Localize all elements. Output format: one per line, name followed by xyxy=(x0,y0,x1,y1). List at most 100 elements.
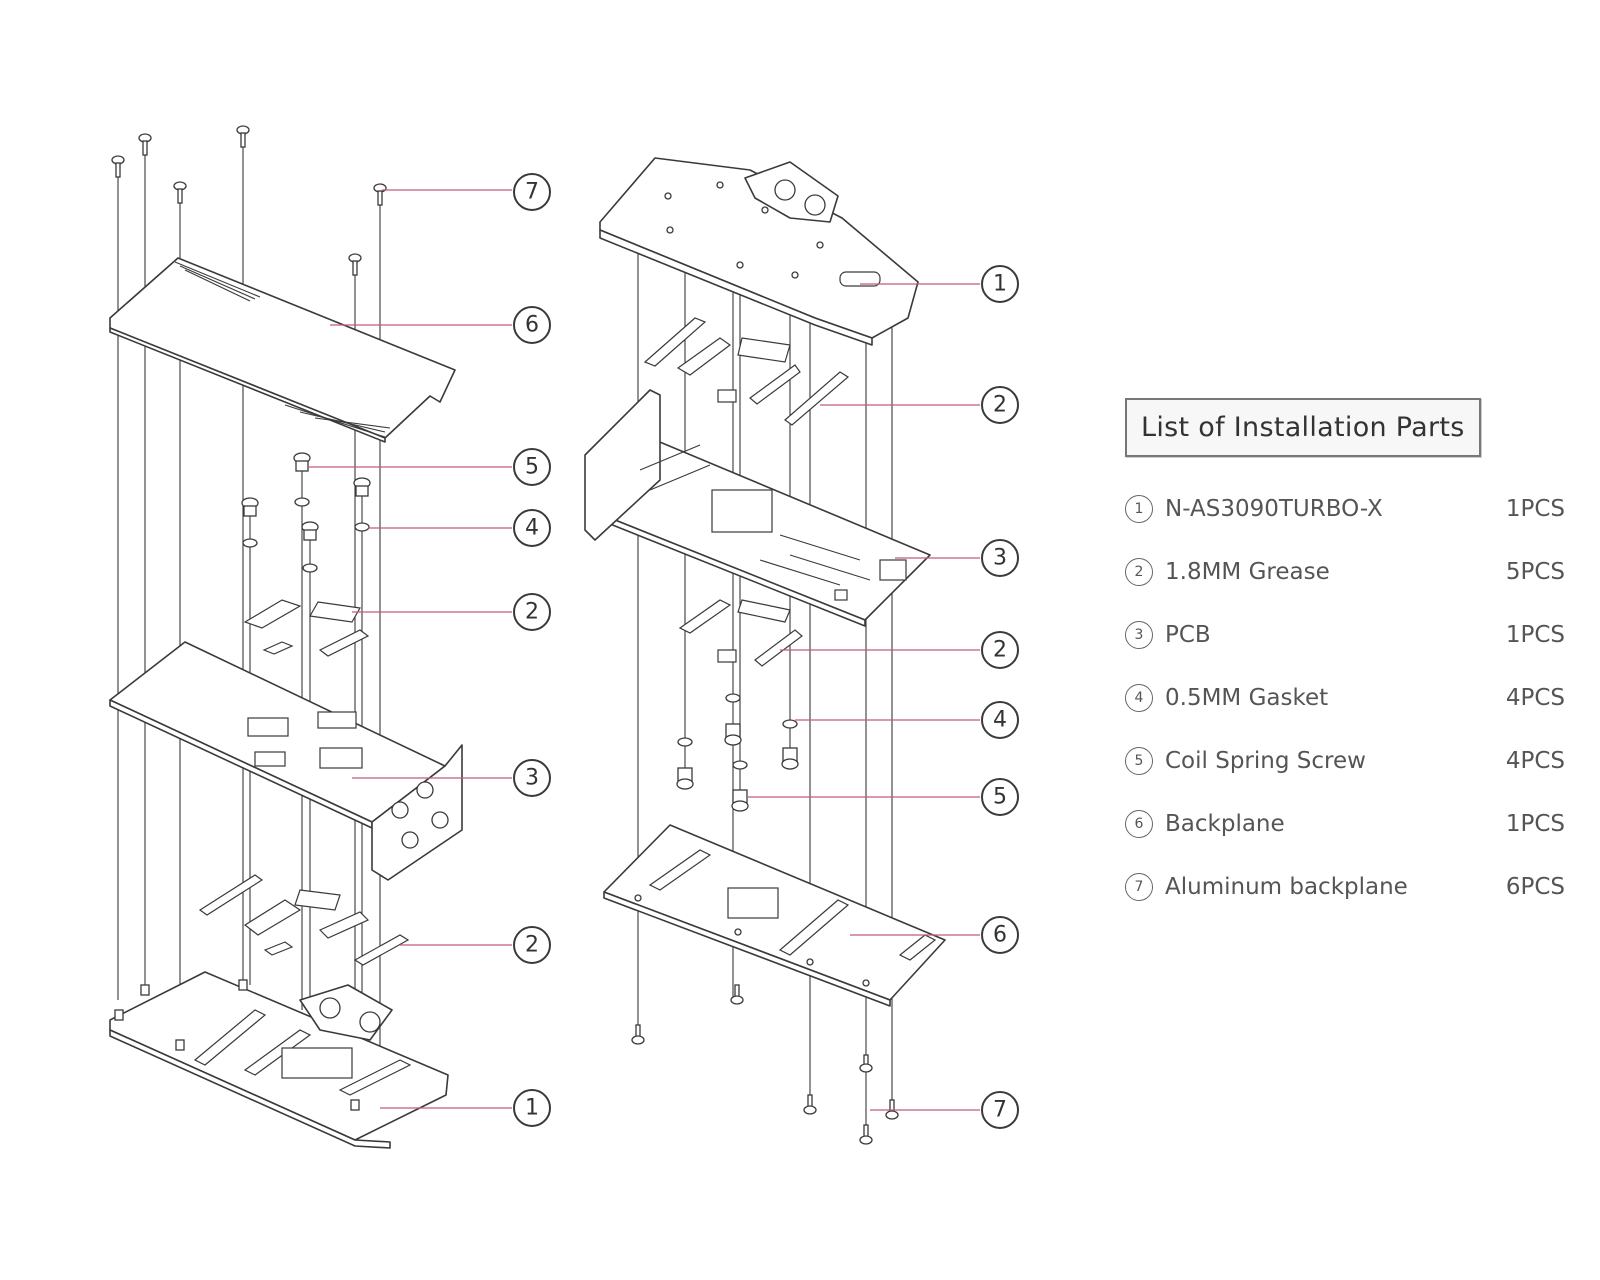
item-number: 2 xyxy=(1125,557,1153,586)
item-number: 7 xyxy=(1125,872,1153,901)
screw xyxy=(631,1024,645,1045)
callout-4-left: 4 xyxy=(513,509,551,547)
item-number: 1 xyxy=(1125,494,1153,523)
svg-text:2: 2 xyxy=(993,393,1007,418)
screw xyxy=(173,181,187,204)
parts-list-item: 3 PCB 1PCS xyxy=(1125,603,1565,666)
svg-text:6: 6 xyxy=(993,923,1007,948)
screw xyxy=(373,183,387,206)
right-gaskets xyxy=(677,693,798,770)
svg-text:6: 6 xyxy=(525,313,539,338)
screw xyxy=(138,133,152,156)
left-assembly: 7 6 5 4 2 3 2 1 xyxy=(109,125,551,1149)
item-name: 1.8MM Grease xyxy=(1165,558,1330,585)
callout-7-right: 7 xyxy=(981,1091,1019,1129)
coil-spring-screw xyxy=(724,723,742,746)
item-quantity: 1PCS xyxy=(1505,495,1565,522)
gasket xyxy=(242,538,258,548)
left-spring-screws xyxy=(241,452,371,541)
item-name: Aluminum backplane xyxy=(1165,873,1408,900)
svg-text:3: 3 xyxy=(525,766,539,791)
parts-list-panel: List of Installation Parts 1 N-AS3090TUR… xyxy=(1125,398,1565,918)
svg-text:5: 5 xyxy=(993,785,1007,810)
callout-5-left: 5 xyxy=(513,448,551,486)
right-pcb xyxy=(584,389,931,627)
left-pcb xyxy=(109,641,463,881)
right-leaders xyxy=(748,283,980,1111)
item-number: 4 xyxy=(1125,683,1153,712)
callout-1-left: 1 xyxy=(513,1089,551,1127)
gasket xyxy=(354,522,370,532)
right-assembly: 1 2 3 2 4 5 6 7 xyxy=(584,157,1019,1145)
item-number: 6 xyxy=(1125,809,1153,838)
item-name: 0.5MM Gasket xyxy=(1165,684,1329,711)
screw xyxy=(348,253,362,276)
callout-3-right: 3 xyxy=(981,539,1019,577)
callout-3-left: 3 xyxy=(513,759,551,797)
coil-spring-screw xyxy=(676,767,694,790)
parts-list-item: 4 0.5MM Gasket 4PCS xyxy=(1125,666,1565,729)
item-name: Backplane xyxy=(1165,810,1285,837)
svg-text:7: 7 xyxy=(525,180,539,205)
right-thermal-pads-lower xyxy=(678,599,803,667)
gasket xyxy=(677,737,693,747)
gasket xyxy=(294,497,310,507)
coil-spring-screw xyxy=(781,747,799,770)
svg-text:5: 5 xyxy=(525,455,539,480)
right-waterblock xyxy=(599,157,919,346)
left-backplane xyxy=(109,257,456,443)
left-leaders xyxy=(308,189,512,1109)
callout-7-left: 7 xyxy=(513,173,551,211)
callout-6-right: 6 xyxy=(981,916,1019,954)
svg-text:2: 2 xyxy=(525,933,539,958)
screw xyxy=(730,984,744,1005)
coil-spring-screw xyxy=(241,497,259,517)
coil-spring-screw xyxy=(353,477,371,497)
svg-text:1: 1 xyxy=(525,1096,539,1121)
item-quantity: 4PCS xyxy=(1505,684,1565,711)
screw xyxy=(859,1054,873,1073)
item-quantity: 4PCS xyxy=(1505,747,1565,774)
item-name: PCB xyxy=(1165,621,1211,648)
item-name: Coil Spring Screw xyxy=(1165,747,1366,774)
callout-2-right-upper: 2 xyxy=(981,386,1019,424)
item-number: 5 xyxy=(1125,746,1153,775)
parts-list-item: 5 Coil Spring Screw 4PCS xyxy=(1125,729,1565,792)
parts-list-item: 2 1.8MM Grease 5PCS xyxy=(1125,540,1565,603)
coil-spring-screw xyxy=(731,789,749,812)
parts-list-title: List of Installation Parts xyxy=(1125,398,1481,457)
parts-list: 1 N-AS3090TURBO-X 1PCS 2 1.8MM Grease 5P… xyxy=(1125,477,1565,918)
svg-text:4: 4 xyxy=(993,708,1007,733)
svg-text:7: 7 xyxy=(993,1098,1007,1123)
svg-text:2: 2 xyxy=(525,600,539,625)
callout-5-right: 5 xyxy=(981,778,1019,816)
left-thermal-pads-upper xyxy=(243,599,370,657)
parts-list-item: 7 Aluminum backplane 6PCS xyxy=(1125,855,1565,918)
item-quantity: 1PCS xyxy=(1505,621,1565,648)
parts-list-item: 6 Backplane 1PCS xyxy=(1125,792,1565,855)
right-thermal-pads-upper xyxy=(643,317,850,426)
svg-text:3: 3 xyxy=(993,546,1007,571)
right-bottom-screws xyxy=(631,984,899,1145)
screw xyxy=(111,155,125,178)
coil-spring-screw xyxy=(293,452,311,472)
callout-2-right-lower: 2 xyxy=(981,631,1019,669)
svg-text:4: 4 xyxy=(525,516,539,541)
callout-2-left-upper: 2 xyxy=(513,593,551,631)
callout-4-right: 4 xyxy=(981,701,1019,739)
svg-text:1: 1 xyxy=(993,272,1007,297)
left-thermal-pads-lower xyxy=(198,874,410,966)
gasket xyxy=(732,760,748,770)
svg-text:2: 2 xyxy=(993,638,1007,663)
gasket xyxy=(782,719,798,729)
screw xyxy=(859,1124,873,1145)
left-top-screws xyxy=(111,125,387,276)
gasket xyxy=(725,693,741,703)
callout-6-left: 6 xyxy=(513,306,551,344)
right-backplane xyxy=(603,824,946,1007)
callout-1-right: 1 xyxy=(981,265,1019,303)
item-quantity: 6PCS xyxy=(1505,873,1565,900)
left-waterblock xyxy=(109,971,449,1149)
right-axis-lines xyxy=(637,240,893,1140)
